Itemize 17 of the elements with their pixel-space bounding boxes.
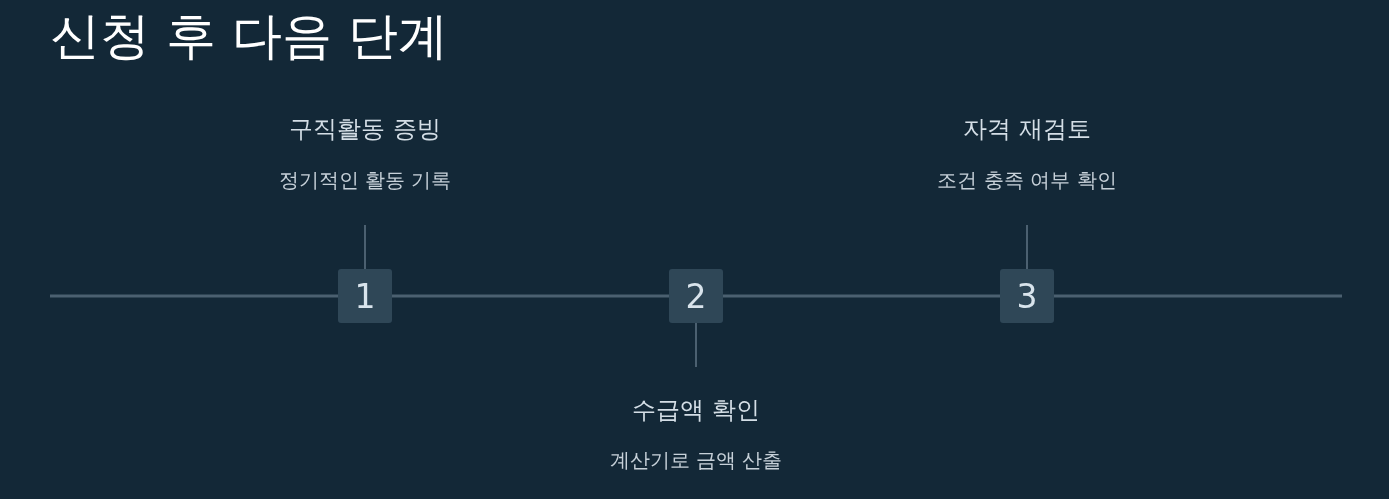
timeline-line xyxy=(392,294,669,298)
leader-line xyxy=(695,322,697,368)
step-heading: 자격 재검토 xyxy=(963,115,1091,144)
leader-line xyxy=(1026,224,1028,270)
timeline-line xyxy=(1054,294,1342,298)
number-box: 1 xyxy=(338,269,392,323)
title: 신청 후 다음 단계 xyxy=(50,6,448,66)
step-heading: 구직활동 증빙 xyxy=(289,115,441,144)
number-box: 2 xyxy=(669,269,723,323)
number-box: 3 xyxy=(1000,269,1054,323)
timeline-line xyxy=(50,294,338,298)
step-description: 정기적인 활동 기록 xyxy=(278,167,452,192)
leader-line xyxy=(364,224,366,270)
step-heading: 수급액 확인 xyxy=(632,396,760,425)
step-description: 조건 충족 여부 확인 xyxy=(937,167,1117,192)
step-description: 계산기로 금액 산출 xyxy=(609,447,783,472)
timeline-line xyxy=(723,294,1000,298)
